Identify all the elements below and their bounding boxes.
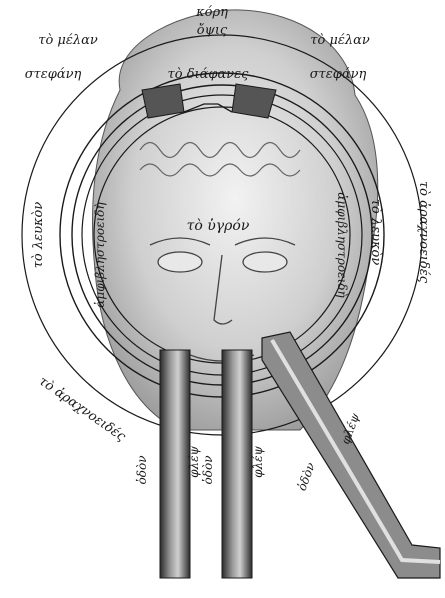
label-to-melan-left: τὸ μέλαν bbox=[38, 33, 98, 48]
iris-block-left bbox=[142, 84, 184, 118]
tube-middle bbox=[222, 350, 252, 578]
label-to-diaphanes: τὸ διάφανες bbox=[168, 67, 250, 82]
label-phleps-mid: φλέψ bbox=[251, 445, 265, 477]
label-phleps-left: φλέψ bbox=[187, 445, 201, 477]
label-to-leukon-right: τὸ λευκὸν bbox=[368, 199, 383, 266]
label-kore: κόρη bbox=[195, 5, 228, 20]
label-phleps-right: φλέψ bbox=[338, 411, 362, 446]
tube-left bbox=[160, 350, 190, 578]
label-amphiblestroeides-right: ἀμφιβληστροειδὴ bbox=[335, 192, 349, 298]
label-to-leukon-left: τὸ λευκὸν bbox=[31, 202, 46, 269]
iris-block-right bbox=[232, 84, 276, 118]
label-to-hygron: τὸ ὑγρόν bbox=[187, 217, 250, 234]
label-hodos-left: ὁδὸν bbox=[135, 456, 149, 485]
label-hodos-right: ὁδὸν bbox=[295, 461, 318, 493]
label-amphiblestroeides-left: ἀμφιβληστροειδὴ bbox=[93, 201, 107, 307]
label-stephane-right: στεφάνη bbox=[310, 67, 367, 82]
label-opsis: ὄψις bbox=[197, 23, 228, 38]
label-to-melan-right: τὸ μέλαν bbox=[310, 33, 370, 48]
label-stephane-left: στεφάνη bbox=[25, 67, 82, 82]
label-hodos-left2: ὁδὸν bbox=[201, 456, 215, 485]
label-to-arachnoeides-right: τὸ ἀραχνοειδές bbox=[416, 181, 431, 284]
label-to-arachnoeides-left: τὸ ἀραχνοειδές bbox=[36, 374, 129, 445]
